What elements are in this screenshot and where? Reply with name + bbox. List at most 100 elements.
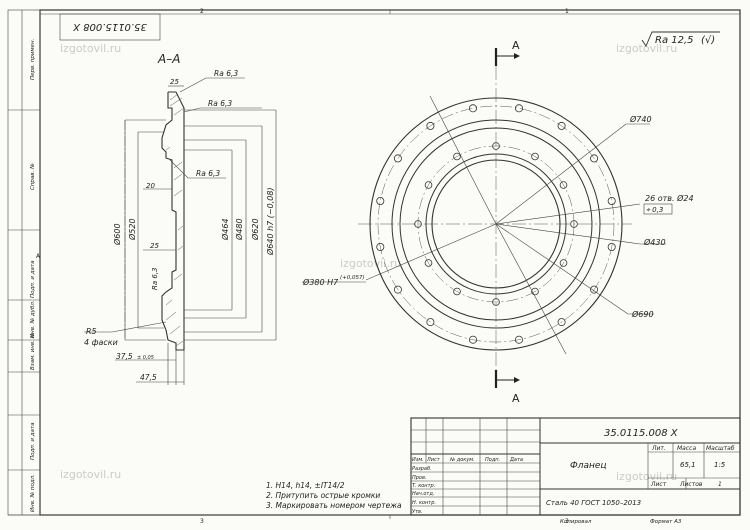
bolt-hole (492, 298, 500, 306)
watermark-text: izgotovil.ru (340, 257, 401, 270)
bolt-hole (607, 242, 616, 251)
outer-circle (369, 97, 623, 351)
role-label: Разраб. (412, 466, 432, 472)
header-izm: Изм. (412, 457, 424, 463)
section-hatch (165, 93, 185, 347)
format-label: Формат А3 (650, 519, 682, 525)
zone-label: 1 (565, 8, 569, 15)
dim-r5: R5 (86, 327, 97, 336)
roughness-symbol: Ra 6,3 (196, 169, 220, 178)
stamp-label: Справ. № (30, 163, 36, 190)
role-label: Т. контр. (412, 483, 435, 489)
dim-hole-pos: ⌖ 0,3 (646, 206, 663, 214)
stamp-label: Подп. и дата (30, 422, 36, 460)
dim-d600: Ø600 (112, 223, 122, 246)
dim-w37-tol: ± 0,05 (137, 355, 154, 361)
bolt-hole (590, 154, 599, 163)
col-scale: Масштаб (706, 445, 735, 452)
bolt-hole (607, 196, 616, 205)
header-list: Лист (426, 457, 441, 463)
section-outline (161, 91, 185, 351)
bolt-hole (414, 220, 422, 228)
role-label: Нач.отд. (412, 491, 434, 497)
technical-notes: 1. H14, h14, ±IT14/2 2. Притупить острые… (266, 481, 402, 510)
stamp-label: Взам. инв. № (30, 332, 36, 370)
dim-d480: Ø480 (234, 218, 244, 241)
stamp-label: Инв. № дубл. (30, 300, 36, 338)
sheets-value: 1 (718, 481, 722, 488)
rotated-drawing-number: 35.0115.008 X (72, 21, 147, 32)
plan-view: Ø740 26 отв. Ø24 ⌖ 0,3 Ø430 Ø690 Ø380 H7… (302, 66, 694, 380)
section-marks: А А (494, 39, 520, 405)
sheets-label: Листов (679, 481, 703, 488)
role-label: Н. контр. (412, 500, 436, 506)
bolt-hole (424, 181, 433, 189)
general-roughness: Ra 12,5 (√) (641, 31, 720, 47)
dim-d464: Ø464 (220, 218, 230, 241)
watermark-text: izgotovil.ru (60, 42, 121, 55)
dim-w37: 37,5 (116, 352, 133, 361)
zone-label: 3 (200, 518, 204, 525)
bolt-hole (393, 154, 402, 163)
bolt-holes (376, 104, 616, 344)
bolt-hole (559, 259, 568, 267)
bolt-hole (376, 196, 385, 205)
dim-d640: Ø640 h7 (−0,08) (265, 187, 275, 256)
roughness-symbol: Ra 6,3 (151, 267, 159, 290)
bolt-hole (531, 287, 539, 296)
bolt-hole (557, 318, 566, 327)
note: 3. Маркировать номером чертежа (266, 501, 402, 510)
bolt-hole (376, 242, 385, 251)
dim-top-width: 25 (170, 78, 179, 86)
bottom-strip: Копировал Формат А3 (560, 519, 682, 525)
inner-ring (425, 153, 567, 295)
stamp-label: Перв. примен. (30, 38, 36, 80)
title-block: 35.0115.008 X Фланец Сталь 40 ГОСТ 1050–… (410, 417, 741, 516)
bolt-hole (492, 142, 500, 150)
ring-circle (399, 127, 593, 321)
roughness-general-suffix: (√) (701, 35, 715, 46)
zone-label: 2 (200, 8, 204, 15)
roughness-general: Ra 12,5 (655, 35, 694, 46)
bolt-hole (557, 121, 566, 130)
header-date: Дата (509, 457, 523, 463)
stamp-label: Подп. и дата (30, 260, 36, 298)
watermarks: izgotovil.ru izgotovil.ru izgotovil.ru i… (60, 42, 677, 483)
dim-d380: Ø380 H7 (302, 277, 339, 287)
ring-circle (391, 119, 601, 329)
bolt-hole (515, 335, 524, 344)
col-lit: Лит. (651, 445, 666, 452)
bolt-hole (424, 259, 433, 267)
section-mark-bottom: А (512, 392, 520, 405)
watermark-text: izgotovil.ru (616, 42, 677, 55)
header-sign: Подп. (485, 457, 500, 463)
dim-holes: 26 отв. Ø24 (645, 193, 694, 203)
role-label: Утв. (412, 509, 423, 515)
section-a-a: А–А 25 Ra 6,3 Ra 6,3 (84, 52, 277, 385)
watermark-text: izgotovil.ru (616, 470, 677, 483)
dim-d520: Ø520 (127, 218, 137, 241)
note: 2. Притупить острые кромки (266, 491, 380, 500)
bolt-circle-inner (417, 145, 575, 303)
mass-value: 65,1 (680, 461, 696, 469)
bolt-hole (531, 152, 539, 161)
bolt-hole (590, 285, 599, 294)
zone-label: 3 (565, 518, 569, 525)
dim-d690: Ø690 (631, 309, 654, 319)
bolt-hole (453, 287, 461, 296)
stamp-label: Инв. № подл. (30, 474, 36, 512)
section-title: А–А (157, 52, 180, 66)
role-label: Пров. (412, 475, 427, 481)
scale-value: 1:5 (714, 461, 726, 469)
watermark-text: izgotovil.ru (60, 468, 121, 481)
bolt-hole (468, 104, 477, 113)
header-doc: № докум. (449, 457, 475, 463)
bolt-hole (468, 335, 477, 344)
material: Сталь 40 ГОСТ 1050–2013 (546, 499, 641, 507)
bolt-hole (426, 121, 435, 130)
bolt-hole (426, 318, 435, 327)
sheet-label: Лист (650, 481, 667, 488)
dim-d620: Ø620 (250, 218, 260, 241)
rotated-number-box: 35.0115.008 X (59, 13, 161, 41)
